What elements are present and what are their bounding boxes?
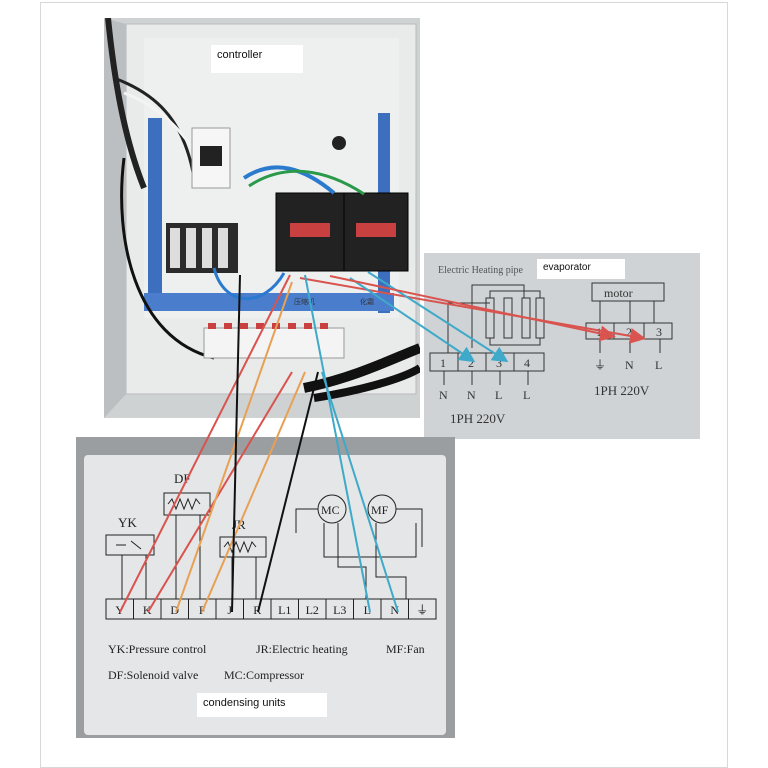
evap-left-supply: 1PH 220V	[450, 411, 506, 426]
condensing-units-label: condensing units	[197, 693, 327, 717]
evaporator-schematic: Electric Heating pipe 1 2 3 4 N N L L 1P…	[429, 265, 673, 426]
condensing-terminal-6: L1	[278, 603, 291, 617]
contactor-label-b: 化霜	[360, 297, 374, 306]
mf-label: MF	[371, 503, 389, 517]
evap-left-terminal-3: 3	[496, 356, 502, 370]
evap-left-terminal-1: 1	[440, 356, 446, 370]
evap-left-letter-2: N	[467, 388, 476, 402]
evaporator-label: evaporator	[537, 259, 625, 279]
evap-left-letter-4: L	[523, 388, 530, 402]
evap-right-supply: 1PH 220V	[594, 383, 650, 398]
evap-left-letter-3: L	[495, 388, 502, 402]
condensing-terminal-5: R	[253, 603, 261, 617]
condensing-terminal-3: F	[199, 603, 206, 617]
evap-right-letter-2: N	[625, 358, 634, 372]
evap-left-terminal-4: 4	[524, 356, 530, 370]
evap-left-terminal-2: 2	[468, 356, 474, 370]
evap-right-terminal-1: 1	[596, 325, 602, 339]
condensing-terminal-1: K	[143, 603, 152, 617]
legend-mc: MC:Compressor	[224, 668, 304, 682]
condensing-terminal-9: L	[364, 603, 371, 617]
legend-jr: JR:Electric heating	[256, 642, 348, 656]
legend-df: DF:Solenoid valve	[108, 668, 198, 682]
controller-photo: 压缩机 化霜	[104, 18, 420, 418]
mc-label: MC	[321, 503, 340, 517]
yk-label: YK	[118, 515, 137, 530]
condensing-terminal-10: N	[390, 603, 399, 617]
condensing-terminal-0: Y	[115, 603, 124, 617]
evap-right-terminal-3: 3	[656, 325, 662, 339]
evap-right-ground-symbol: ⏚	[594, 358, 606, 372]
contactor-label-a: 压缩机	[294, 297, 315, 306]
df-label: DF	[174, 471, 191, 486]
heating-pipe-title: Electric Heating pipe	[438, 265, 524, 276]
legend-yk: YK:Pressure control	[108, 642, 207, 656]
condensing-terminal-11: ⏚	[416, 603, 428, 617]
motor-label: motor	[604, 286, 633, 300]
controller-box-drawing: 压缩机 化霜	[104, 18, 420, 418]
condensing-terminal-7: L2	[306, 603, 319, 617]
evap-right-terminal-2: 2	[626, 325, 632, 339]
evap-left-letter-1: N	[439, 388, 448, 402]
evap-right-letter-3: L	[655, 358, 662, 372]
evaporator-diagram: Electric Heating pipe 1 2 3 4 N N L L 1P…	[424, 253, 700, 439]
legend-mf: MF:Fan	[386, 642, 425, 656]
controller-label: controller	[211, 45, 303, 73]
condensing-terminal-2: D	[170, 603, 179, 617]
condensing-terminal-8: L3	[333, 603, 346, 617]
jr-label: JR	[232, 517, 246, 532]
condensing-terminal-4: J	[227, 603, 232, 617]
